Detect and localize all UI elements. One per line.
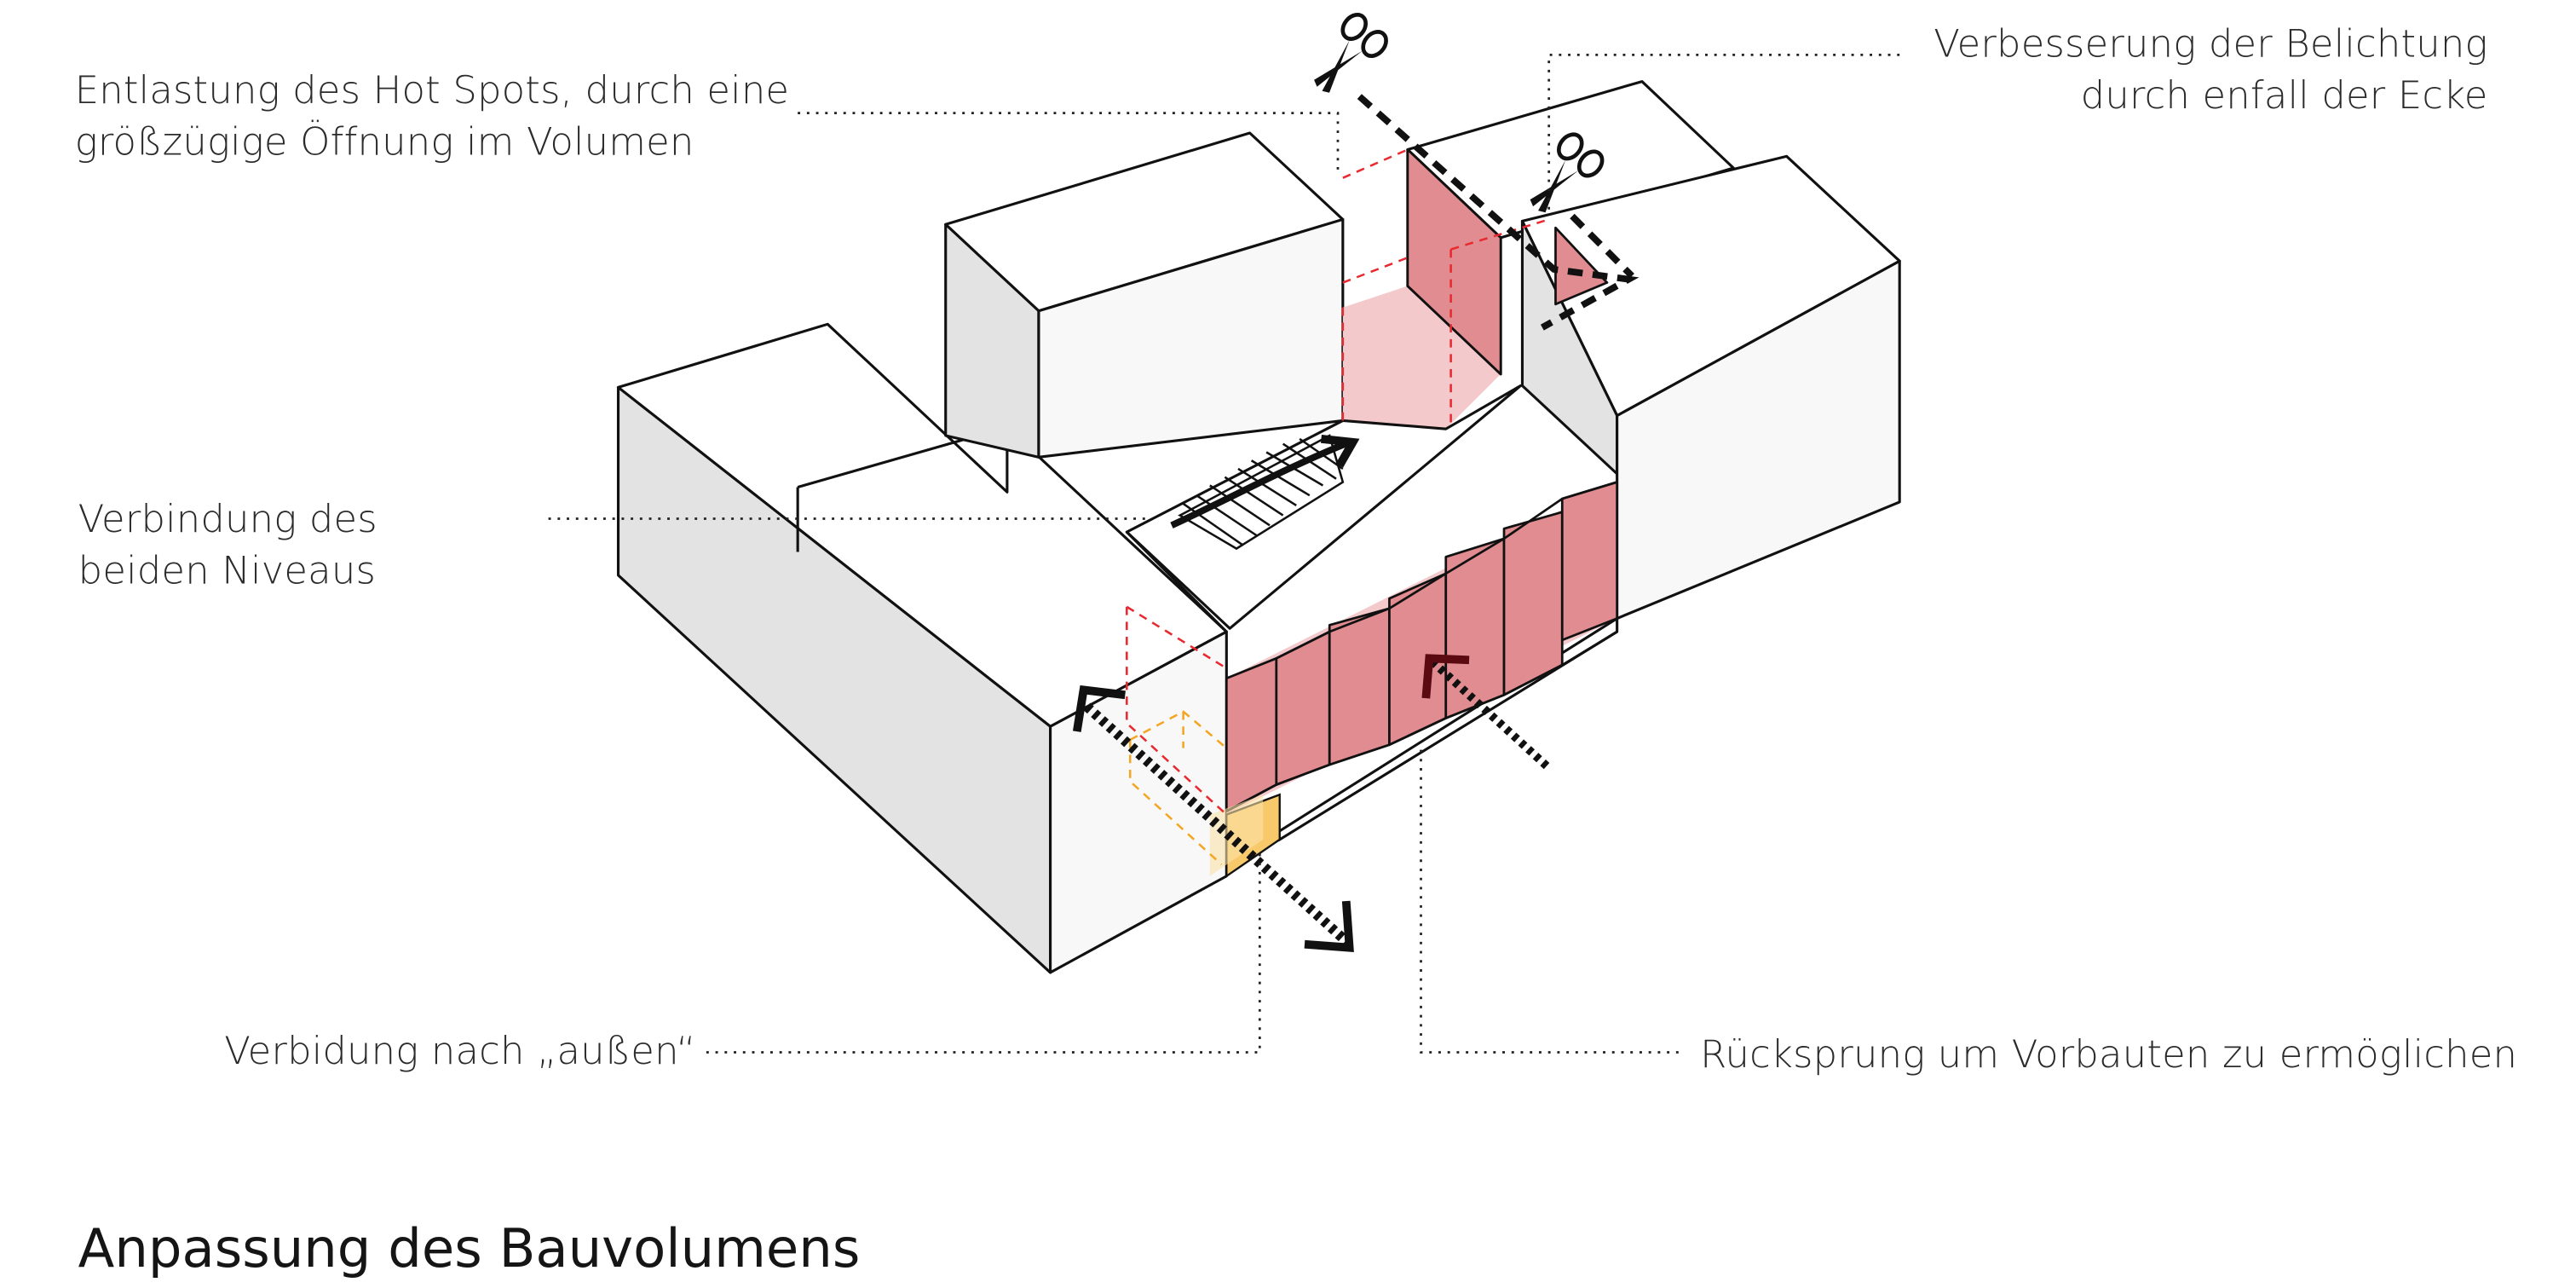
label-hotspot-line1: Entlastung des Hot Spots, durch eine [75,67,789,113]
direction-arrow-icon [1320,435,1360,468]
sawtooth-facade [1225,481,1619,866]
scissors-icon [1530,132,1605,213]
label-aussen: Verbidung nach „außen“ [224,1028,696,1073]
setback-arrow [1429,658,1552,771]
cut-line-main [1357,94,1640,331]
cut-line-corner [1570,213,1634,279]
right-long-block [1520,154,1901,621]
label-niveaus-line1: Verbindung des [78,496,377,541]
direction-arrow-icon [1304,900,1354,952]
label-hotspot-line2: größzügige Öffnung im Volumen [75,118,694,164]
label-ruecksprung: Rücksprung um Vorbauten zu ermöglichen [1700,1031,2517,1077]
label-niveaus-line2: beiden Niveaus [78,548,376,593]
court-slab [1125,384,1523,633]
label-belichtung-line1: Verbesserung der Belichtung [1933,20,2487,66]
back-block [944,131,1345,459]
opening-floor [1342,286,1501,430]
direction-arrow-icon [1072,684,1126,732]
direction-arrow-icon [1421,654,1470,699]
page-title: Anpassung des Bauvolumens [78,1217,861,1279]
scissors-icon [1314,13,1388,93]
stairs-arrow [1170,439,1351,528]
cut-wall-main [1406,148,1502,376]
cut-wall-corner [1554,226,1609,306]
orange-dashed-outline [1128,710,1228,866]
red-dashed-outline [1126,148,1550,816]
leader-lines [548,53,1900,1054]
label-belichtung-line2: durch enfall der Ecke [2081,72,2488,118]
